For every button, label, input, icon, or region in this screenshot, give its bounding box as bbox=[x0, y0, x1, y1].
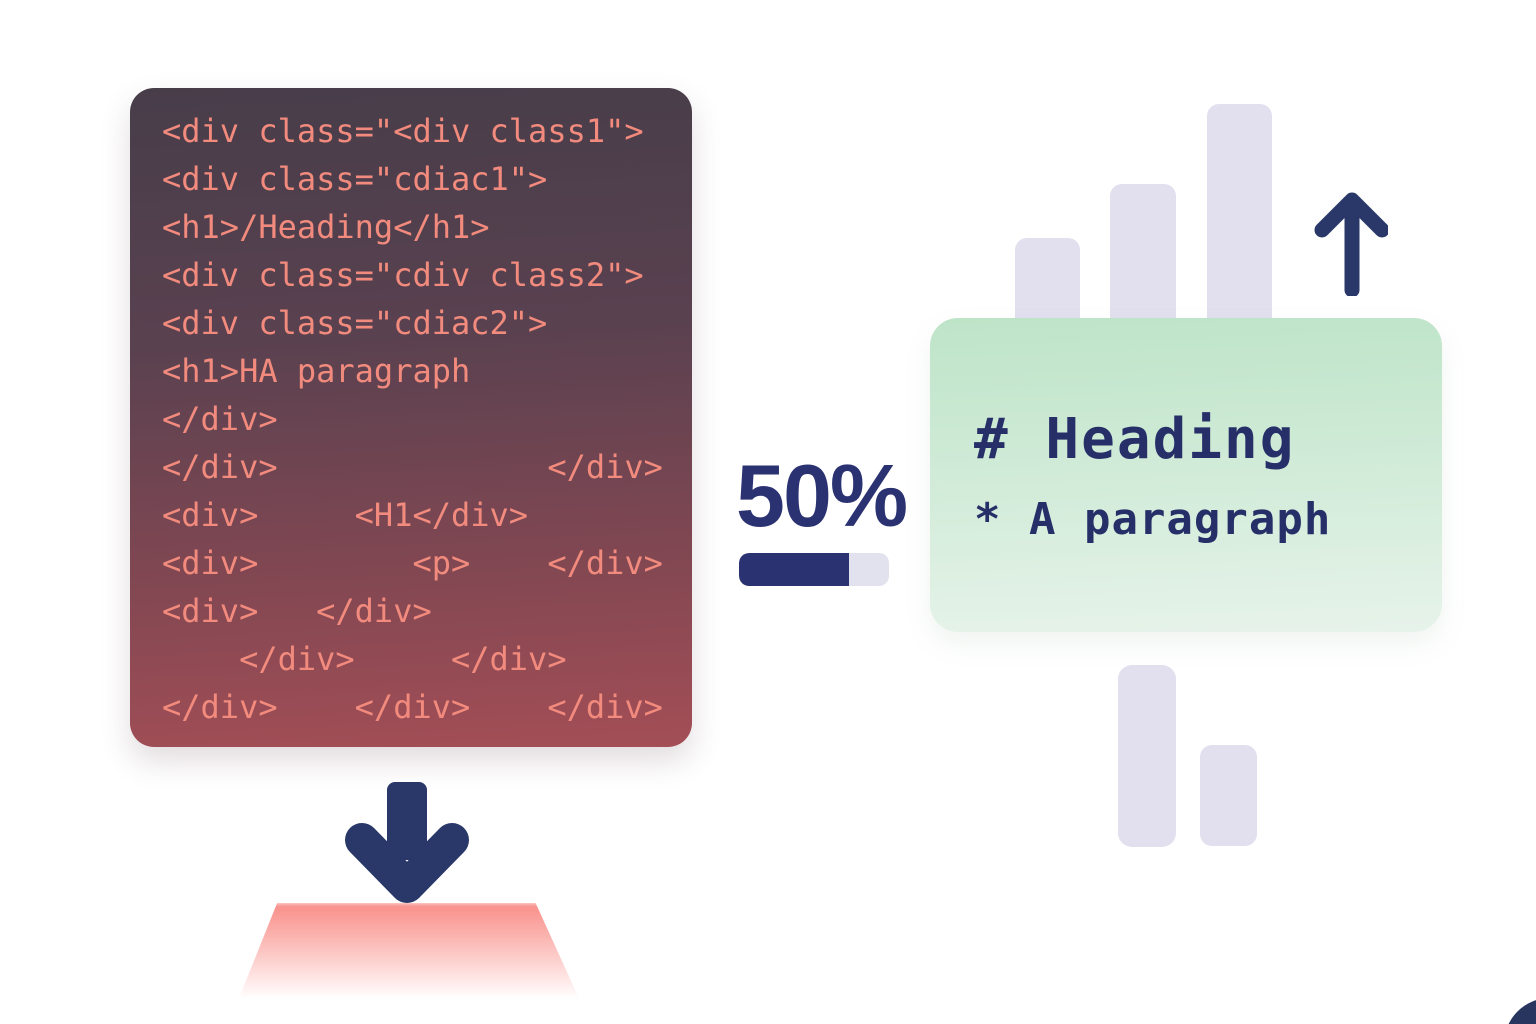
up-arrow-icon bbox=[1314, 192, 1388, 296]
down-arrow-icon bbox=[345, 782, 469, 903]
decor-bar-top-3 bbox=[1207, 104, 1272, 338]
decor-bar-bottom-2 bbox=[1200, 745, 1257, 846]
markdown-output-panel: # Heading * A paragraph bbox=[930, 318, 1442, 632]
markdown-paragraph-text: * A paragraph bbox=[974, 494, 1332, 545]
decor-bar-bottom-1 bbox=[1118, 665, 1176, 847]
red-glow-shape bbox=[237, 903, 582, 1003]
progress-bar bbox=[739, 553, 889, 586]
html-code-text: <div class="<div class1"> <div class="cd… bbox=[162, 112, 663, 726]
markdown-heading-text: # Heading bbox=[974, 407, 1296, 472]
progress-bar-fill bbox=[739, 553, 849, 586]
conversion-percent-label: 50% bbox=[736, 446, 908, 545]
decor-bar-top-2 bbox=[1110, 184, 1176, 338]
corner-arc-shape bbox=[1504, 998, 1536, 1024]
html-code-panel: <div class="<div class1"> <div class="cd… bbox=[130, 88, 692, 747]
